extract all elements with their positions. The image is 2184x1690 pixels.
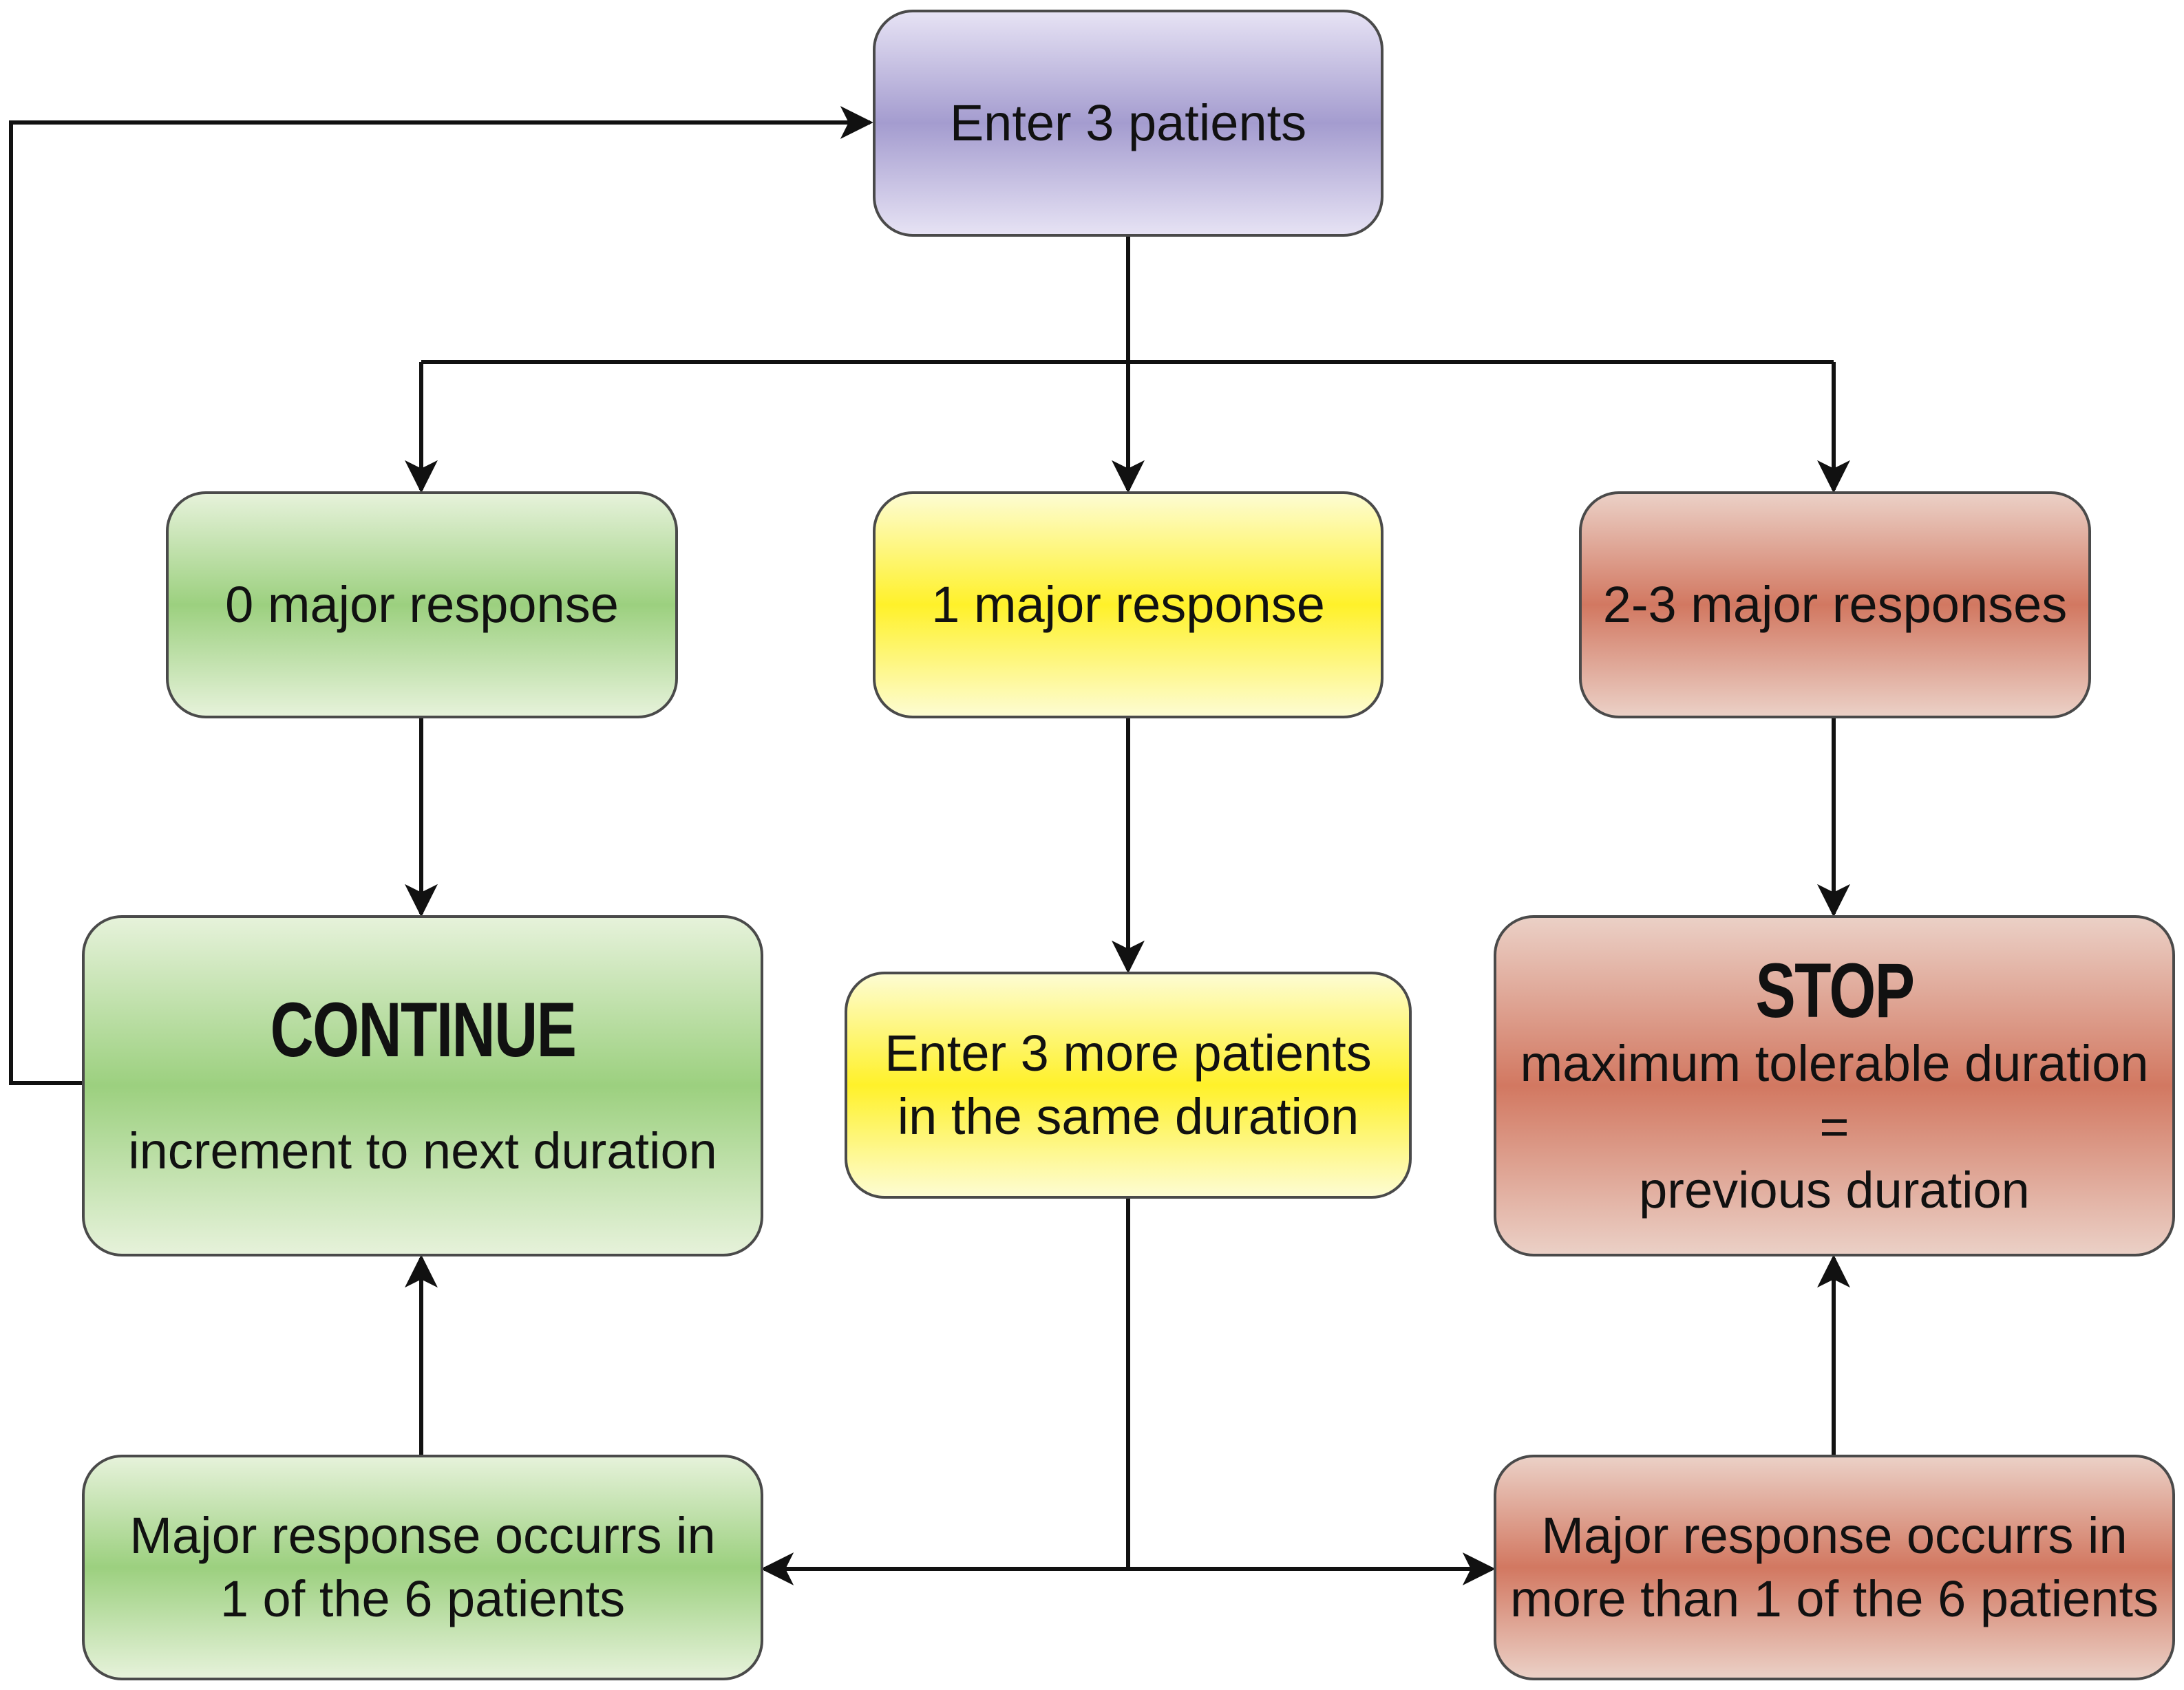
continue-node: CONTINUE increment to next duration	[82, 915, 763, 1256]
major-more-than-one-line1: Major response occurrs in	[1541, 1507, 2128, 1564]
stop-line1: maximum tolerable duration	[1520, 1035, 2149, 1092]
zero-major-response-node: 0 major response	[166, 491, 678, 718]
major-response-more-than-one-node: Major response occurrs in more than 1 of…	[1494, 1455, 2175, 1680]
major-more-than-one-line2: more than 1 of the 6 patients	[1509, 1570, 2159, 1627]
enter-3-more-line1: Enter 3 more patients	[884, 1025, 1372, 1082]
stop-node: STOP maximum tolerable duration = previo…	[1494, 915, 2175, 1256]
enter-3-patients-label: Enter 3 patients	[949, 94, 1307, 151]
stop-heading: STOP	[1754, 948, 1915, 1034]
enter-3-more-patients-node: Enter 3 more patients in the same durati…	[845, 972, 1412, 1199]
enter-3-more-line2: in the same duration	[897, 1088, 1359, 1145]
enter-3-patients-node: Enter 3 patients	[873, 10, 1383, 237]
continue-heading: CONTINUE	[270, 987, 576, 1073]
one-major-response-label: 1 major response	[931, 576, 1325, 633]
continue-text: increment to next duration	[128, 1122, 717, 1179]
major-response-one-of-six-node: Major response occurrs in 1 of the 6 pat…	[82, 1455, 763, 1680]
major-one-of-six-line1: Major response occurrs in	[129, 1507, 716, 1564]
one-major-response-node: 1 major response	[873, 491, 1383, 718]
stop-line2: =	[1819, 1098, 1849, 1155]
stop-line3: previous duration	[1639, 1162, 2030, 1219]
two-three-major-responses-node: 2-3 major responses	[1579, 491, 2091, 718]
two-three-major-responses-label: 2-3 major responses	[1602, 576, 2068, 633]
zero-major-response-label: 0 major response	[225, 576, 619, 633]
major-one-of-six-line2: 1 of the 6 patients	[220, 1570, 626, 1627]
loop-back-arrow	[9, 106, 873, 1085]
